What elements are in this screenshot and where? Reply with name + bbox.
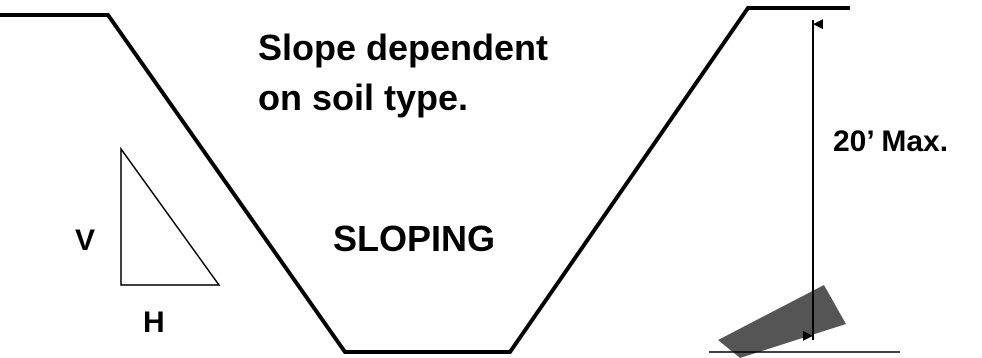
annotation-line-1: Slope dependent — [258, 27, 548, 68]
max-depth-label: 20’ Max. — [833, 125, 948, 158]
annotation-line-2: on soil type. — [258, 77, 468, 118]
ladder-icon — [718, 285, 846, 358]
horizontal-label: H — [143, 306, 165, 339]
slope-ratio-triangle — [120, 146, 221, 286]
excavation-profile — [0, 6, 850, 354]
sloping-label: SLOPING — [333, 218, 495, 259]
vertical-label: V — [75, 224, 95, 257]
